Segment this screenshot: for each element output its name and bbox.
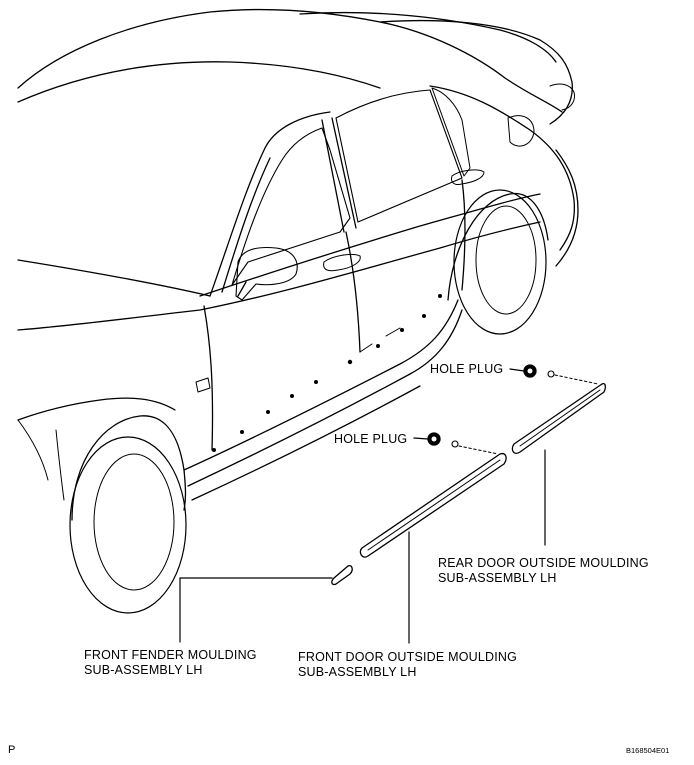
hole-plug-rear xyxy=(523,364,537,378)
front-fender-moulding-label-line2: SUB-ASSEMBLY LH xyxy=(84,663,203,677)
rear-door-moulding xyxy=(511,382,606,454)
front-door-moulding xyxy=(359,452,507,558)
hole-front-target xyxy=(451,440,459,448)
figure-code: B168504E01 xyxy=(626,746,670,755)
front-fender-moulding-label: FRONT FENDER MOULDING SUB-ASSEMBLY LH xyxy=(84,648,257,678)
front-fender-moulding xyxy=(331,564,353,586)
front-fender-moulding-label-line1: FRONT FENDER MOULDING xyxy=(84,648,257,662)
hole-rear-target xyxy=(547,370,555,378)
front-door-moulding-label: FRONT DOOR OUTSIDE MOULDING SUB-ASSEMBLY… xyxy=(298,650,517,680)
hole-plug-rear-label: HOLE PLUG xyxy=(430,362,504,376)
clip-hole-marks xyxy=(212,294,442,452)
page-marker: P xyxy=(8,744,16,756)
rear-door-moulding-label-line2: SUB-ASSEMBLY LH xyxy=(438,571,557,585)
leader-lines xyxy=(179,368,546,644)
front-door-moulding-label-line1: FRONT DOOR OUTSIDE MOULDING xyxy=(298,650,518,664)
car-body xyxy=(17,8,579,614)
rear-door-moulding-label: REAR DOOR OUTSIDE MOULDING SUB-ASSEMBLY … xyxy=(438,556,649,586)
hole-plug-front-label: HOLE PLUG xyxy=(334,432,408,446)
rear-door-moulding-label-line1: REAR DOOR OUTSIDE MOULDING xyxy=(438,556,649,570)
hole-plug-front xyxy=(427,432,441,446)
front-door-moulding-label-line2: SUB-ASSEMBLY LH xyxy=(298,665,417,679)
